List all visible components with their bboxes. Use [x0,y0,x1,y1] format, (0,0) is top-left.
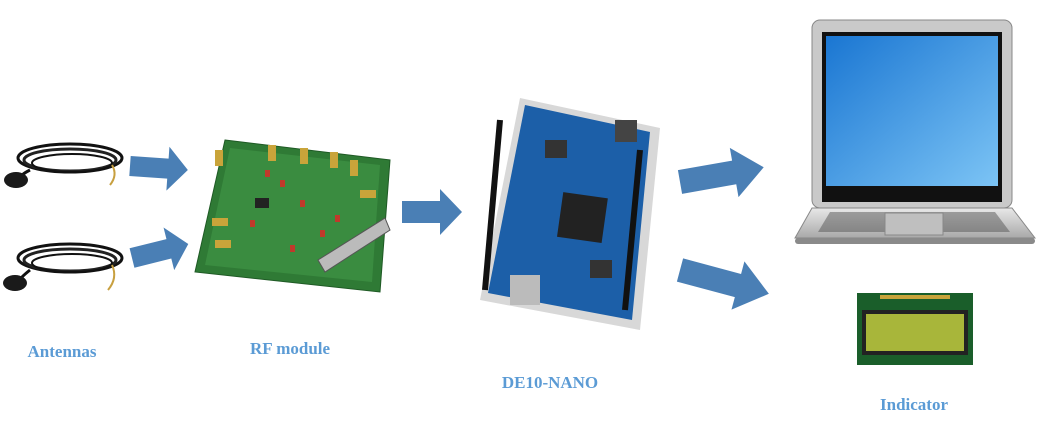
arrow-de10-to-indicator [676,258,769,310]
label-indicator: Indicator [880,395,948,414]
antenna-image-1 [4,142,124,188]
rf-module-image [194,139,391,293]
lcd-indicator-image [857,293,973,365]
antenna-image-2 [3,242,124,291]
arrow-antenna2-to-rf [129,227,189,271]
label-rf-module: RF module [249,339,331,358]
label-de10-nano: DE10-NANO [501,373,599,392]
de10-nano-image [480,98,660,330]
label-antennas: Antennas [27,342,97,361]
arrow-antenna1-to-rf [129,146,188,191]
laptop-image [794,19,1037,244]
arrow-rf-to-de10 [402,189,462,235]
arrow-de10-to-laptop [677,147,764,198]
